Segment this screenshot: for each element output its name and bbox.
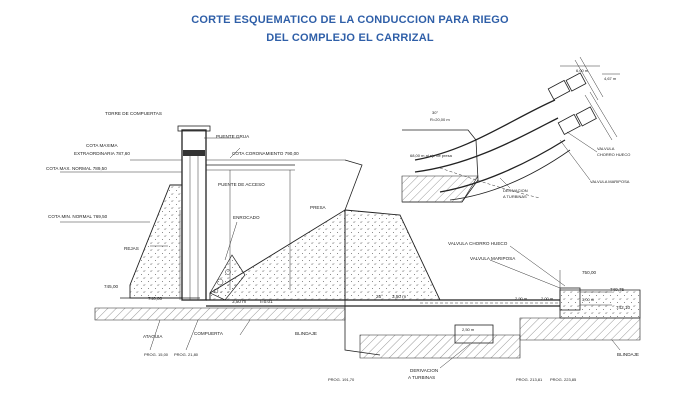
detail-pipe-3 bbox=[439, 139, 566, 193]
detail-axis-label: 68,00 m al eje de presa bbox=[410, 153, 453, 158]
detail-valve-jet-label-1: VALVULA bbox=[597, 146, 615, 151]
gate-tower bbox=[177, 125, 211, 301]
detail-pipe-4 bbox=[449, 149, 571, 201]
grating-label: REJAS bbox=[124, 246, 139, 251]
crown-level-label: COTA CORONAMIENTO 790,00 bbox=[232, 151, 299, 156]
detail-dim-1: 6,00 m bbox=[576, 68, 589, 73]
chainage-4-label: PROG. 213,81 bbox=[516, 377, 543, 382]
chainage-1-label: PROG. 15,00 bbox=[144, 352, 169, 357]
level-74210-label: 742,10 bbox=[616, 305, 630, 310]
angle-26-label: 26° bbox=[376, 294, 383, 299]
lining-label: BLINDAJE bbox=[295, 331, 317, 336]
level-max-normal-label: COTA MAX. NORMAL 789,50 bbox=[46, 166, 107, 171]
dim-350-label: 3,50 m bbox=[232, 299, 246, 304]
level-74075-label: 740,75 bbox=[610, 287, 624, 292]
chainage-3-label: PROG. 191,70 bbox=[328, 377, 355, 382]
dim-350b-label: 3,50 m bbox=[392, 294, 406, 299]
detail-valve-jet-label-2: CHORRO HUECO bbox=[597, 152, 630, 157]
title-line-2: DEL COMPLEJO EL CARRIZAL bbox=[266, 32, 434, 44]
title-line-1: CORTE ESQUEMATICO DE LA CONDUCCION PARA … bbox=[191, 14, 509, 26]
detail-derivation bbox=[439, 167, 541, 199]
access-bridge-label: PUENTE DE ACCESO bbox=[218, 182, 265, 187]
valve-house bbox=[559, 270, 612, 311]
level-745-label: 745,00 bbox=[104, 284, 118, 289]
detail-valve-butterfly-label: VALVULA MARIPOSA bbox=[590, 179, 630, 184]
dim-200-label: 2,00 m bbox=[541, 296, 554, 301]
level-746-label: 746,00 bbox=[148, 296, 162, 301]
cofferdam-label: ATAGUIA bbox=[143, 334, 163, 339]
gate-label: COMPUERTA bbox=[194, 331, 224, 336]
dam-section bbox=[209, 159, 441, 301]
riprap-label: ENROCADO bbox=[233, 215, 260, 220]
dim-300-label: 3,00 m bbox=[582, 297, 595, 302]
detail-valve-upper bbox=[547, 56, 604, 101]
detail-derivation-label-2: A TURBINAS bbox=[503, 194, 527, 199]
derivation-label-2: A TURBINAS bbox=[408, 375, 435, 380]
lining-2-label: BLINDAJE bbox=[617, 352, 639, 357]
detail-valve-lower bbox=[557, 91, 618, 141]
valve-jet-label: VALVULA CHORRO HUECO bbox=[448, 241, 508, 246]
detail-angle-label: 30° bbox=[432, 110, 438, 115]
dam-label: PRESA bbox=[310, 205, 327, 210]
dim-290-label: 2,90 m bbox=[515, 296, 528, 301]
crane-bridge-label: PUENTE GRUA bbox=[216, 134, 250, 139]
upstream-dam-body bbox=[120, 184, 200, 299]
detail-radius-label: R=20,00 m bbox=[430, 117, 450, 122]
level-max-extra-label-1: COTA MAXIMA bbox=[86, 143, 118, 148]
detail-pipe-1 bbox=[414, 99, 556, 161]
slope-label: i=0.01 bbox=[260, 299, 273, 304]
valve-butterfly-label: VALVULA MARIPOSA bbox=[470, 256, 516, 261]
detail-pipe-2 bbox=[414, 117, 559, 173]
level-750-label: 750,00 bbox=[582, 270, 596, 275]
tower-label: TORRE DE COMPUERTAS bbox=[105, 111, 162, 116]
detail-derivation-label-1: DERIVACION bbox=[503, 188, 528, 193]
riprap bbox=[209, 254, 246, 301]
derivation-label-1: DERIVACION bbox=[410, 368, 438, 373]
foundation bbox=[94, 289, 641, 359]
detail-dim-2: 4,67 m bbox=[604, 76, 617, 81]
chainage-2-label: PROG. 21,80 bbox=[174, 352, 199, 357]
chainage-5-label: PROG. 223,85 bbox=[550, 377, 577, 382]
plan-detail bbox=[401, 56, 620, 203]
level-min-normal-label: COTA MIN. NORMAL 769,50 bbox=[48, 214, 108, 219]
derivation-box bbox=[454, 324, 494, 344]
detail-dam-hatch bbox=[401, 175, 479, 203]
dim-250-label: 2,50 m bbox=[462, 327, 475, 332]
level-max-extra-label-2: EXTRAORDINARIA 787,60 bbox=[74, 151, 130, 156]
